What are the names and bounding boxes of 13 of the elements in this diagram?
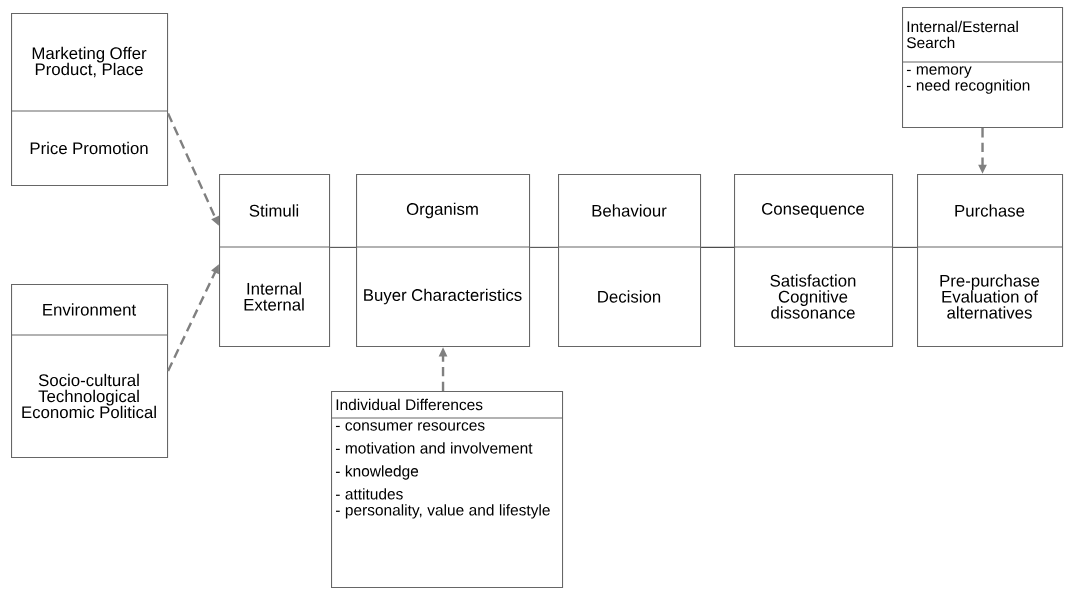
split-box: Purchase Pre-purchase Evaluation of alternatives — [916, 174, 1064, 348]
list-box: Individual Differences - consumer resources - motivation and involvement - knowledge - attitudes - personality, value and lifestyle — [330, 391, 564, 589]
connector-line — [700, 246, 735, 248]
connector-line — [892, 246, 918, 248]
connector-line — [329, 246, 357, 248]
split-box: Organism Buyer Characteristics — [355, 174, 531, 348]
list-box: Internal/Esternal Search - memory - need recognition — [901, 7, 1064, 129]
split-box: Stimuli Internal External — [218, 174, 331, 348]
split-box: Environment Socio-cultural Technological Economic Political — [10, 284, 169, 459]
connector-line — [529, 246, 559, 248]
split-box: Marketing Offer Product, Place Price Promotion — [10, 13, 169, 187]
split-box: Consequence Satisfaction Cognitive dissonance — [733, 174, 894, 348]
split-box: Behaviour Decision — [557, 174, 702, 348]
